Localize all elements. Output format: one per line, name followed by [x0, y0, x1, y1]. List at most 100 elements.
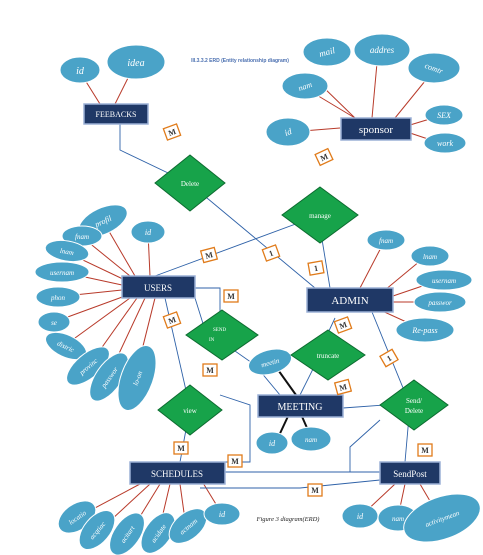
relationship-diamond — [185, 309, 259, 361]
svg-text:1: 1 — [385, 354, 393, 364]
attribute-label: phon — [50, 294, 66, 302]
attribute-label: se — [51, 319, 57, 327]
entity-label: sponsor — [359, 124, 394, 136]
cardinality-badge: 1 — [307, 260, 325, 276]
relationship-send-delete: Send/ Delete — [379, 379, 449, 431]
cardinality-badge: M — [333, 378, 353, 396]
entity-feebacks: FEEBACKS — [83, 103, 149, 125]
attribute-label: fnam — [75, 233, 89, 241]
relationship-view: view — [157, 384, 223, 436]
cardinality-badge: M — [199, 246, 219, 264]
diagram-caption: Figure 3 diagram(ERD) — [256, 516, 320, 523]
svg-text:M: M — [421, 446, 429, 455]
attribute-label: id — [145, 228, 152, 237]
attribute-oval — [106, 44, 166, 80]
relationship-label: IN — [209, 338, 215, 343]
entity-label: FEEBACKS — [96, 110, 137, 119]
attribute-label: SEX — [437, 111, 452, 120]
attribute-oval — [34, 261, 90, 283]
attribute-oval — [265, 117, 311, 147]
svg-text:M: M — [227, 292, 235, 301]
attribute-label: id — [357, 512, 364, 521]
cardinality-badge: M — [202, 363, 218, 377]
attribute-oval — [302, 37, 352, 67]
attribute-oval — [117, 345, 157, 411]
relationship-label: manage — [309, 212, 331, 220]
entity-sponsor: sponsor — [340, 117, 412, 141]
entity-label: SCHEDULES — [151, 469, 203, 479]
cardinality-badge: M — [417, 443, 433, 457]
attribute-label: id — [283, 126, 293, 138]
admin-attributes: fnam lnam usernam passwor Re-pass — [366, 229, 473, 343]
cardinality-badge: M — [314, 147, 334, 167]
attribute-label: work — [437, 139, 453, 148]
attribute-label: addres — [370, 45, 395, 55]
cardinality-badge: M — [307, 483, 323, 497]
attribute-oval — [403, 493, 481, 543]
svg-text:M: M — [231, 457, 239, 466]
svg-text:M: M — [177, 444, 185, 453]
cardinality-badge: M — [333, 316, 353, 334]
entity-schedules: SCHEDULES — [129, 461, 226, 485]
svg-text:1: 1 — [313, 264, 319, 274]
attribute-oval — [130, 220, 166, 244]
relationship-label: Delete — [405, 407, 423, 415]
cardinality-badge: M — [227, 454, 243, 468]
entity-box — [83, 103, 149, 125]
cardinality-badge: M — [162, 311, 182, 329]
cardinality-badge: 1 — [261, 244, 281, 262]
users-attributes: profil id fnam lnam usernam phon se dist… — [34, 204, 166, 411]
svg-text:M: M — [319, 152, 330, 164]
attribute-oval — [35, 286, 81, 308]
attribute-oval — [203, 502, 241, 526]
relationship-delete: Delete — [154, 154, 226, 212]
relationship-truncate: truncate — [290, 329, 366, 381]
attribute-label: nam — [392, 515, 404, 523]
attribute-oval — [140, 512, 176, 554]
attribute-oval — [281, 72, 329, 100]
entity-users: USERS — [121, 275, 196, 299]
entity-label: MEETING — [278, 402, 323, 413]
diagram-heading: III.3.3.2 ERD (Entity relationship diagr… — [191, 58, 289, 64]
relationship-label: Send/ — [406, 397, 422, 405]
entity-label: SendPost — [393, 469, 427, 479]
attribute-oval — [410, 245, 450, 267]
attribute-label: lnam — [59, 247, 74, 257]
attribute-oval — [423, 132, 467, 154]
meeting-attributes: meetin id nam — [248, 348, 332, 455]
entity-sendpost: SendPost — [379, 461, 441, 485]
cardinality-badge: M — [223, 289, 239, 303]
relationship-diamond — [157, 384, 223, 436]
attribute-label: idea — [127, 58, 144, 69]
cardinality-badge: 1 — [379, 348, 399, 368]
attribute-label: fnam — [379, 237, 393, 245]
cardinality-badge: M — [162, 123, 182, 141]
attribute-label: nam — [297, 80, 313, 93]
svg-text:M: M — [338, 320, 349, 331]
attribute-label: usernam — [50, 269, 74, 277]
feebacks-attributes: id idea — [59, 44, 166, 84]
relationship-send-in: SEND IN — [185, 309, 259, 361]
entity-box — [379, 461, 441, 485]
attribute-label: usernam — [432, 277, 456, 285]
attribute-oval — [415, 269, 473, 291]
attribute-label: passwor — [427, 299, 452, 307]
relationship-label: Delete — [181, 180, 199, 188]
svg-text:M: M — [167, 315, 178, 326]
entity-admin: ADMIN — [306, 287, 394, 313]
relationship-label: view — [183, 407, 198, 415]
attribute-oval — [44, 239, 90, 263]
relationship-diamond — [290, 329, 366, 381]
svg-text:M: M — [206, 366, 214, 375]
relationship-label: SEND — [213, 328, 226, 333]
entity-box — [129, 461, 226, 485]
svg-text:1: 1 — [268, 249, 275, 259]
attribute-label: id — [219, 510, 226, 519]
svg-text:M: M — [204, 250, 214, 261]
cardinality-badge: M — [173, 441, 189, 455]
entity-label: USERS — [144, 283, 172, 293]
svg-text:M: M — [167, 127, 178, 138]
attribute-oval — [109, 512, 145, 555]
